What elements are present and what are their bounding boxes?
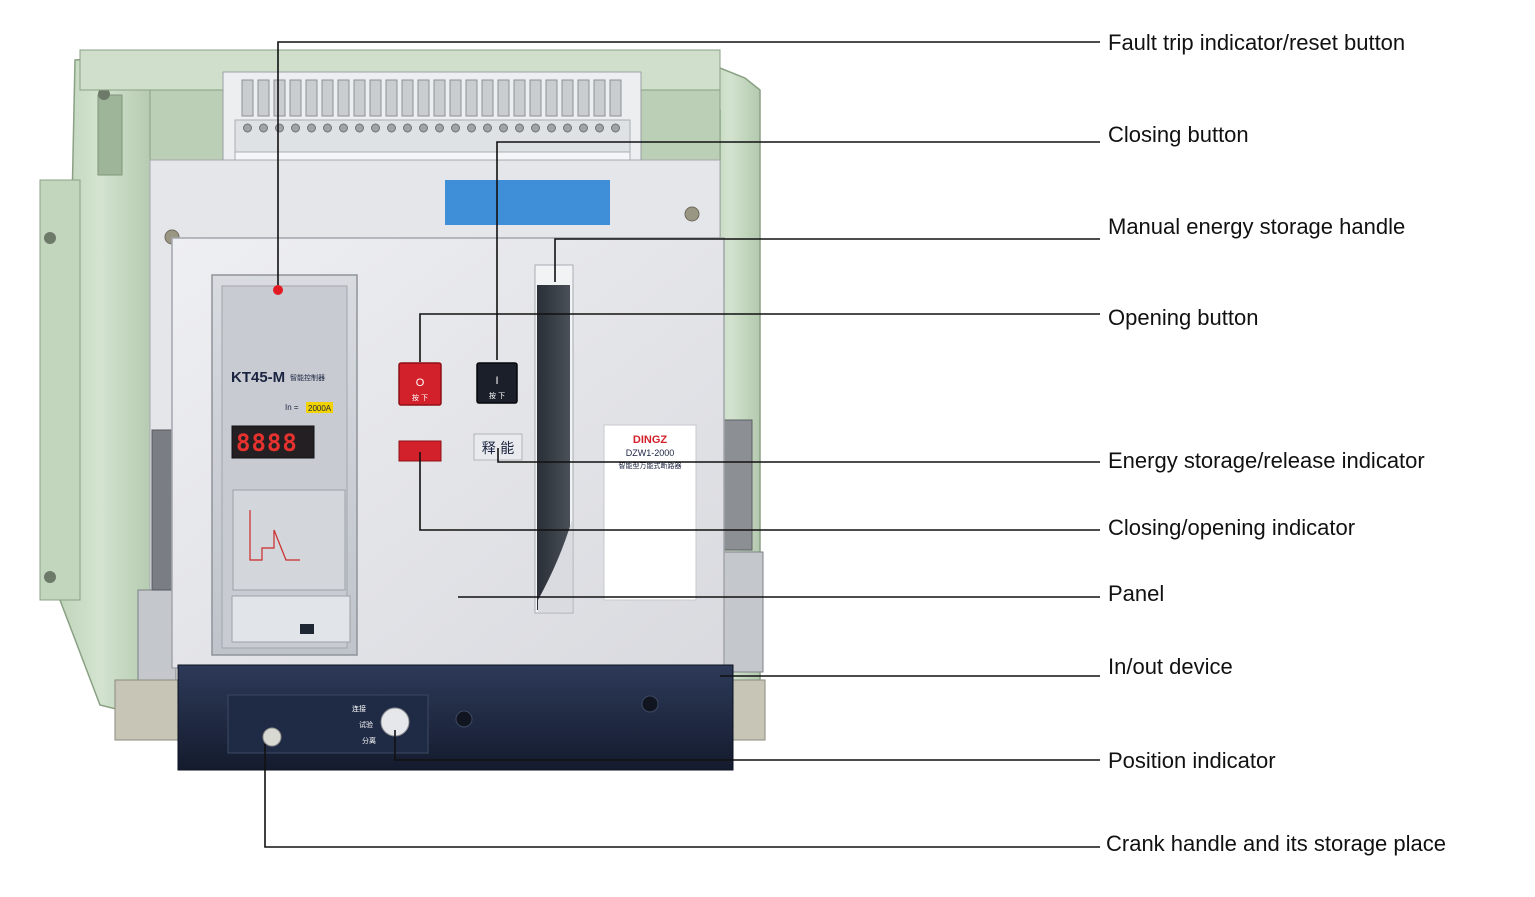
- terminal-block: [289, 79, 302, 117]
- opening-press-text: 按 下: [412, 393, 428, 402]
- leader-lines: [264, 41, 1100, 848]
- terminal-block: [353, 79, 366, 117]
- leader-crank-handle: [264, 744, 1100, 848]
- closing-press-text: 按 下: [489, 391, 505, 400]
- terminal-block: [481, 79, 494, 117]
- terminal-screw: [419, 123, 428, 133]
- terminal-block: [321, 79, 334, 117]
- callout-crank-handle: Crank handle and its storage place: [1106, 831, 1446, 856]
- terminal-screw: [435, 123, 444, 133]
- terminal-block: [465, 79, 478, 117]
- terminal-screw: [387, 123, 396, 133]
- terminal-screw: [259, 123, 268, 133]
- terminal-block: [433, 79, 446, 117]
- terminal-block: [561, 79, 574, 117]
- terminal-screw: [243, 123, 252, 133]
- callout-position-indicator: Position indicator: [1108, 748, 1276, 773]
- blue-label: [445, 180, 610, 225]
- digital-display: 8888: [236, 429, 298, 457]
- opening-button[interactable]: O 按 下: [398, 362, 442, 406]
- terminal-screw: [275, 123, 284, 133]
- terminal-block: [401, 79, 414, 117]
- leader-closing-button: [496, 141, 1100, 360]
- position-label: 试验: [359, 720, 373, 729]
- position-label: 连接: [352, 704, 366, 713]
- terminal-screw: [451, 123, 460, 133]
- inout-device[interactable]: 连接 试验 分离: [114, 664, 766, 771]
- model: DZW1-2000: [626, 448, 675, 458]
- closing-button[interactable]: I 按 下: [476, 362, 518, 404]
- terminal-block: [305, 79, 318, 117]
- crank-handle[interactable]: [262, 727, 282, 747]
- terminal-screw: [339, 123, 348, 133]
- callout-panel: Panel: [1108, 581, 1165, 606]
- terminal-block: [241, 79, 254, 117]
- nameplate: DINGZ DZW1-2000 智能型万能式断路器: [603, 424, 697, 601]
- terminal-screw: [595, 123, 604, 133]
- leader-position-indicator: [394, 730, 1100, 761]
- terminal-screw: [371, 123, 380, 133]
- callout-energy-handle: Manual energy storage handle: [1108, 214, 1406, 239]
- closing-symbol: I: [495, 375, 498, 387]
- leader-energy-indicator: [497, 448, 1100, 463]
- terminal-screw: [307, 123, 316, 133]
- leader-closing-opening: [419, 452, 1100, 531]
- brand: DINGZ: [633, 434, 668, 446]
- leader-opening-button: [419, 313, 1100, 362]
- terminal-screw: [563, 123, 572, 133]
- callout-fault-trip: Fault trip indicator/reset button: [1108, 30, 1406, 55]
- controller-model: KT45-M: [231, 369, 285, 386]
- terminal-screw: [483, 123, 492, 133]
- terminal-screw: [403, 123, 412, 133]
- callout-closing-button: Closing button: [1108, 122, 1249, 147]
- terminal-block: [369, 79, 382, 117]
- opening-symbol: O: [416, 377, 425, 389]
- terminal-block: [417, 79, 430, 117]
- rated-current-value: 2000A: [308, 404, 332, 413]
- terminal-screw: [355, 123, 364, 133]
- terminal-screw: [323, 123, 332, 133]
- terminal-block: [497, 79, 510, 117]
- terminal-screw: [611, 123, 620, 133]
- terminal-screw: [467, 123, 476, 133]
- intelligent-controller: KT45-M 智能控制器 In = 2000A 8888: [211, 274, 358, 656]
- terminal-block: [273, 79, 286, 117]
- terminal-screw: [579, 123, 588, 133]
- leader-fault-trip: [277, 41, 1100, 285]
- terminal-block: [545, 79, 558, 117]
- terminal-block: [449, 79, 462, 117]
- manual-energy-storage-handle[interactable]: [534, 264, 574, 614]
- callout-opening-button: Opening button: [1108, 305, 1259, 330]
- callout-inout-device: In/out device: [1108, 654, 1233, 679]
- terminal-screw: [499, 123, 508, 133]
- terminal-block: [337, 79, 350, 117]
- leader-energy-handle: [554, 238, 1100, 282]
- fault-trip-led[interactable]: [273, 285, 283, 295]
- callout-energy-indicator: Energy storage/release indicator: [1108, 448, 1425, 473]
- terminal-block: [529, 79, 542, 117]
- terminal-block: [257, 79, 270, 117]
- terminal-screw: [291, 123, 300, 133]
- rated-current-label: In =: [285, 403, 299, 412]
- terminal-screw: [547, 123, 556, 133]
- controller-subtitle: 智能控制器: [290, 373, 325, 382]
- product-name: 智能型万能式断路器: [619, 461, 682, 470]
- terminal-block: [577, 79, 590, 117]
- terminal-block: [609, 79, 622, 117]
- callout-closing-opening-indicator: Closing/opening indicator: [1108, 515, 1356, 540]
- terminal-block: [513, 79, 526, 117]
- terminal-screw: [515, 123, 524, 133]
- position-label: 分离: [362, 736, 376, 745]
- terminal-block: [593, 79, 606, 117]
- terminal-block: [385, 79, 398, 117]
- terminal-screw: [531, 123, 540, 133]
